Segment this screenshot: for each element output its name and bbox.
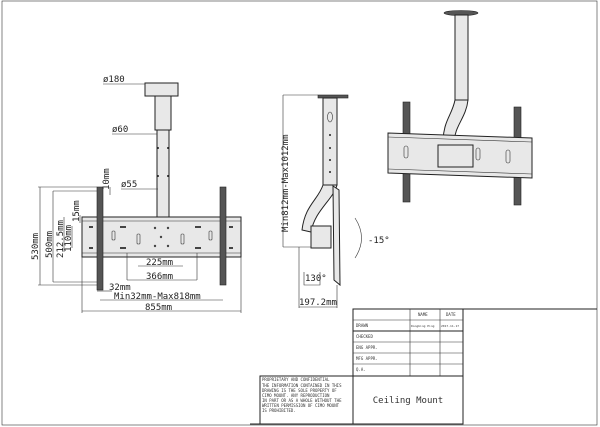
- proprietary-line: WRITTEN PERMISSION OF CIMO MOUNT: [262, 403, 340, 408]
- lower-pole: [156, 129, 170, 218]
- side-tv-plate: [332, 185, 341, 287]
- side-view: Min812mm-Max1012mm -15° 130° 197.2mm: [281, 94, 390, 308]
- row-eng-label: ENG APPR.: [356, 345, 378, 350]
- ceiling-plate: [144, 82, 179, 97]
- title-block: NAME DATE DRAWN Dongbing Ping 2017-11-17…: [250, 308, 597, 425]
- swivel-label: 130°: [305, 274, 327, 284]
- upper-pole: [154, 95, 172, 131]
- proprietary-heading: PROPRIETARY AND CONFIDENTIAL: [262, 377, 330, 382]
- dia-upper-pole-label: ø60: [112, 125, 128, 135]
- proprietary-line: THE INFORMATION CONTAINED IN THIS: [262, 383, 342, 388]
- proprietary-line: DRAWING IS THE SOLE PROPERTY OF: [262, 388, 337, 393]
- persp-bracket: [437, 144, 474, 168]
- dim-225: 225mm: [146, 258, 173, 268]
- dim-10: 10mm: [102, 168, 112, 190]
- proprietary-line: IS PROHIBITED.: [262, 408, 296, 413]
- tilt-label: -15°: [368, 236, 390, 246]
- depth-label: 197.2mm: [299, 298, 337, 308]
- row-mfg-label: MFG APPR.: [356, 356, 378, 361]
- tilt-bracket: [310, 225, 332, 249]
- row-checked-label: CHECKED: [356, 334, 373, 339]
- left-rail: [96, 186, 104, 291]
- col-name: NAME: [418, 312, 428, 317]
- dia-lower-pole-label: ø55: [121, 180, 137, 190]
- proprietary-line: IN PART OR AS A WHOLE WITHOUT THE: [262, 398, 342, 403]
- persp-pole: [454, 14, 469, 101]
- dim-530: 530mm: [31, 233, 41, 260]
- dim-15: 15mm: [72, 200, 82, 222]
- row-qa-label: Q.A.: [356, 367, 366, 372]
- drawing-title: Ceiling Mount: [373, 396, 443, 406]
- right-rail: [219, 186, 227, 286]
- dim-32: 32mm: [109, 283, 131, 293]
- front-view: ø180 ø60 ø55 530mm 500mm 212.5mm 110mm 1…: [31, 75, 242, 313]
- dim-212-5: 212.5mm: [56, 220, 66, 258]
- dim-min-max: Min32mm-Max818mm: [114, 292, 201, 302]
- swivel-arrow: [303, 272, 321, 286]
- col-date: DATE: [446, 312, 456, 317]
- row-drawn-date: 2017-11-17: [441, 324, 459, 328]
- height-range-label: Min812mm-Max1012mm: [281, 134, 291, 232]
- proprietary-line: CIMO MOUNT. ANY REPRODUCTION: [262, 393, 330, 398]
- dim-366: 366mm: [146, 272, 173, 282]
- proprietary-box: [259, 375, 354, 425]
- row-drawn-label: DRAWN: [356, 323, 369, 328]
- dim-855: 855mm: [145, 303, 172, 313]
- row-drawn-name: Dongbing Ping: [411, 324, 435, 328]
- perspective-view: [387, 10, 533, 206]
- dim-500: 500mm: [45, 231, 55, 258]
- dia-plate-label: ø180: [103, 75, 125, 85]
- tilt-arc-arrow: [354, 217, 362, 259]
- dim-110: 110mm: [64, 225, 74, 252]
- side-arm: [301, 184, 338, 233]
